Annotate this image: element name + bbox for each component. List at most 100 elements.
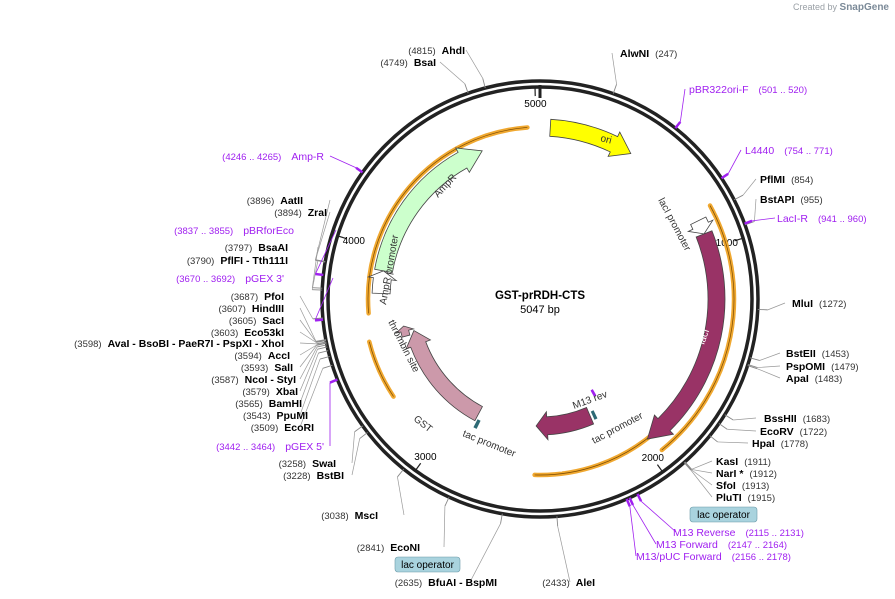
- lac-operator-box-right[interactable]: lac operator: [689, 506, 758, 523]
- enzyme-site-left-22[interactable]: BfuAI - BspMI(2635): [395, 577, 497, 589]
- tac-promoter-mark-2[interactable]: [590, 410, 598, 420]
- primer-mark-4[interactable]: [628, 497, 635, 506]
- enzyme-position: (247): [655, 49, 677, 60]
- primer-mark-1[interactable]: [720, 172, 729, 180]
- enzyme-site-right-3[interactable]: MluI(1272): [792, 298, 846, 310]
- enzyme-leader-right-7: [733, 417, 757, 421]
- enzyme-name: MscI: [355, 510, 378, 522]
- enzyme-leader-right-2: [754, 198, 757, 222]
- enzyme-site-left-5[interactable]: PflFI - Tth111I(3790): [187, 255, 288, 267]
- enzyme-name: AlwNI: [620, 48, 649, 60]
- enzyme-site-left-0[interactable]: AhdI(4815): [408, 45, 465, 57]
- enzyme-site-left-8[interactable]: SacI(3605): [229, 315, 284, 327]
- tac-promoter-mark-1[interactable]: [473, 419, 481, 429]
- primer-mark-3[interactable]: [636, 493, 643, 502]
- primer-mark-8[interactable]: [315, 272, 324, 277]
- laci-arrow[interactable]: [646, 230, 726, 440]
- ampr-arrow[interactable]: [374, 147, 483, 273]
- enzyme-site-left-11[interactable]: AccI(3594): [234, 350, 290, 362]
- primer-mark-6[interactable]: [329, 378, 338, 384]
- lacza-arrow[interactable]: [535, 406, 595, 441]
- enzyme-site-left-10[interactable]: AvaI - BsoBI - PaeR7I - PspXI - XhoI(359…: [74, 338, 284, 350]
- primer-leader-1: [727, 149, 742, 174]
- enzyme-site-left-1[interactable]: BsaI(4749): [380, 57, 436, 69]
- primer-mark-9[interactable]: [355, 166, 364, 174]
- enzyme-site-right-1[interactable]: PflMI(854): [760, 174, 813, 186]
- tick-label-2000: 2000: [642, 453, 665, 464]
- enzyme-position: (3894): [274, 208, 301, 219]
- enzyme-site-left-18[interactable]: SwaI(3258): [279, 458, 336, 470]
- m13-rev-mark[interactable]: [590, 389, 597, 397]
- gst-arrow[interactable]: [405, 330, 483, 422]
- enzyme-site-left-3[interactable]: ZraI(3894): [274, 207, 327, 219]
- enzyme-site-right-11[interactable]: NarI *(1912): [716, 468, 777, 480]
- enzyme-site-right-0[interactable]: AlwNI (247): [620, 48, 677, 60]
- thrombin-arrow[interactable]: [394, 325, 416, 338]
- enzyme-position: (1483): [815, 374, 842, 385]
- primer-mark-7[interactable]: [314, 318, 324, 322]
- enzyme-site-left-7[interactable]: HindIII(3607): [218, 303, 284, 315]
- enzyme-site-right-9[interactable]: HpaI(1778): [752, 438, 808, 450]
- primer-range: (501 .. 520): [759, 85, 808, 96]
- enzyme-leader-right-6: [756, 368, 781, 379]
- primer-site-6[interactable]: pGEX 5'(3442 .. 3464): [216, 441, 324, 453]
- enzyme-site-left-21[interactable]: EcoNI(2841): [357, 542, 420, 554]
- ori-arrow[interactable]: [549, 118, 632, 157]
- primer-site-3[interactable]: M13 Reverse(2115 .. 2131): [673, 527, 804, 539]
- left-enzyme-labels: AhdI(4815)BsaI(4749) AatII(3896)ZraI(3894…: [74, 45, 595, 589]
- enzyme-site-left-23[interactable]: AleI(2433): [542, 577, 595, 589]
- tick-label-5000: 5000: [524, 99, 547, 110]
- enzyme-site-right-5[interactable]: PspOMI(1479): [786, 361, 859, 373]
- enzyme-site-left-14[interactable]: XbaI(3579): [242, 386, 298, 398]
- primer-site-8[interactable]: pBRforEco(3837 .. 3855): [174, 225, 294, 237]
- enzyme-site-left-2[interactable]: AatII(3896): [247, 195, 303, 207]
- tac-promoter-label-1: tac promoter: [461, 429, 518, 460]
- enzyme-site-left-4[interactable]: BsaAI(3797): [225, 242, 288, 254]
- enzyme-site-left-15[interactable]: BamHI(3565): [235, 398, 302, 410]
- primer-site-0[interactable]: pBR322ori-F(501 .. 520): [689, 84, 807, 96]
- enzyme-site-right-10[interactable]: KasI(1911): [716, 456, 771, 468]
- primer-site-4[interactable]: M13 Forward(2147 .. 2164): [656, 539, 787, 551]
- tick-1000: [734, 237, 744, 242]
- primer-site-7[interactable]: pGEX 3'(3670 .. 3692): [176, 273, 284, 285]
- primer-mark-0[interactable]: [674, 121, 682, 129]
- primer-range: (2156 .. 2178): [732, 552, 791, 563]
- enzyme-name: PfoI: [264, 291, 284, 303]
- primer-mark-5[interactable]: [625, 498, 631, 507]
- primer-site-1[interactable]: L4440(754 .. 771): [745, 145, 833, 157]
- enzyme-site-right-13[interactable]: PluTI(1915): [716, 492, 775, 504]
- laci-promoter-arrow[interactable]: [686, 216, 714, 235]
- primer-site-5[interactable]: M13/pUC Forward(2156 .. 2178): [636, 551, 791, 563]
- primer-leader-7: [314, 277, 334, 321]
- enzyme-site-right-6[interactable]: ApaI(1483): [786, 373, 842, 385]
- enzyme-site-left-12[interactable]: SalI(3593): [241, 362, 293, 374]
- ampr-promoter-arrow[interactable]: [366, 270, 398, 295]
- enzyme-tick-left-17: [322, 364, 333, 369]
- enzyme-site-left-9[interactable]: Eco53kI(3603): [211, 327, 284, 339]
- lac-operator-box-bottom[interactable]: lac operator: [394, 556, 461, 573]
- enzyme-site-right-2[interactable]: BstAPI(955): [760, 194, 823, 206]
- orange-band-core-2: [661, 205, 735, 451]
- enzyme-site-left-17[interactable]: EcoRI(3509): [251, 422, 314, 434]
- enzyme-site-right-4[interactable]: BstEII(1453): [786, 348, 849, 360]
- primer-mark-2[interactable]: [744, 219, 753, 225]
- primer-site-9[interactable]: Amp-R(4246 .. 4265): [222, 151, 324, 163]
- enzyme-site-left-6[interactable]: PfoI(3687): [231, 291, 284, 303]
- primer-range: (3442 .. 3464): [216, 442, 275, 453]
- enzyme-site-right-7[interactable]: BssHII(1683): [764, 413, 830, 425]
- right-enzyme-labels: AlwNI (247) PflMI(854) BstAPI(955) MluI(1272…: [620, 48, 859, 504]
- primer-leader-3: [640, 500, 677, 533]
- enzyme-site-left-20[interactable]: MscI(3038): [321, 510, 378, 522]
- primer-site-2[interactable]: LacI-R(941 .. 960): [777, 213, 867, 225]
- enzyme-site-left-16[interactable]: PpuMI(3543): [243, 410, 308, 422]
- primer-leader-5: [629, 506, 637, 557]
- enzyme-tick-right-1: [733, 194, 744, 201]
- enzyme-tick-left-22: [500, 513, 503, 524]
- primer-range: (2115 .. 2131): [745, 528, 803, 539]
- enzyme-site-right-8[interactable]: EcoRV(1722): [760, 426, 827, 438]
- enzyme-site-left-19[interactable]: BstBI(3228): [283, 470, 344, 482]
- enzyme-leader-left-17: [299, 368, 324, 428]
- enzyme-site-right-12[interactable]: SfoI(1913): [716, 480, 769, 492]
- enzyme-site-left-13[interactable]: NcoI - StyI(3587): [211, 374, 296, 386]
